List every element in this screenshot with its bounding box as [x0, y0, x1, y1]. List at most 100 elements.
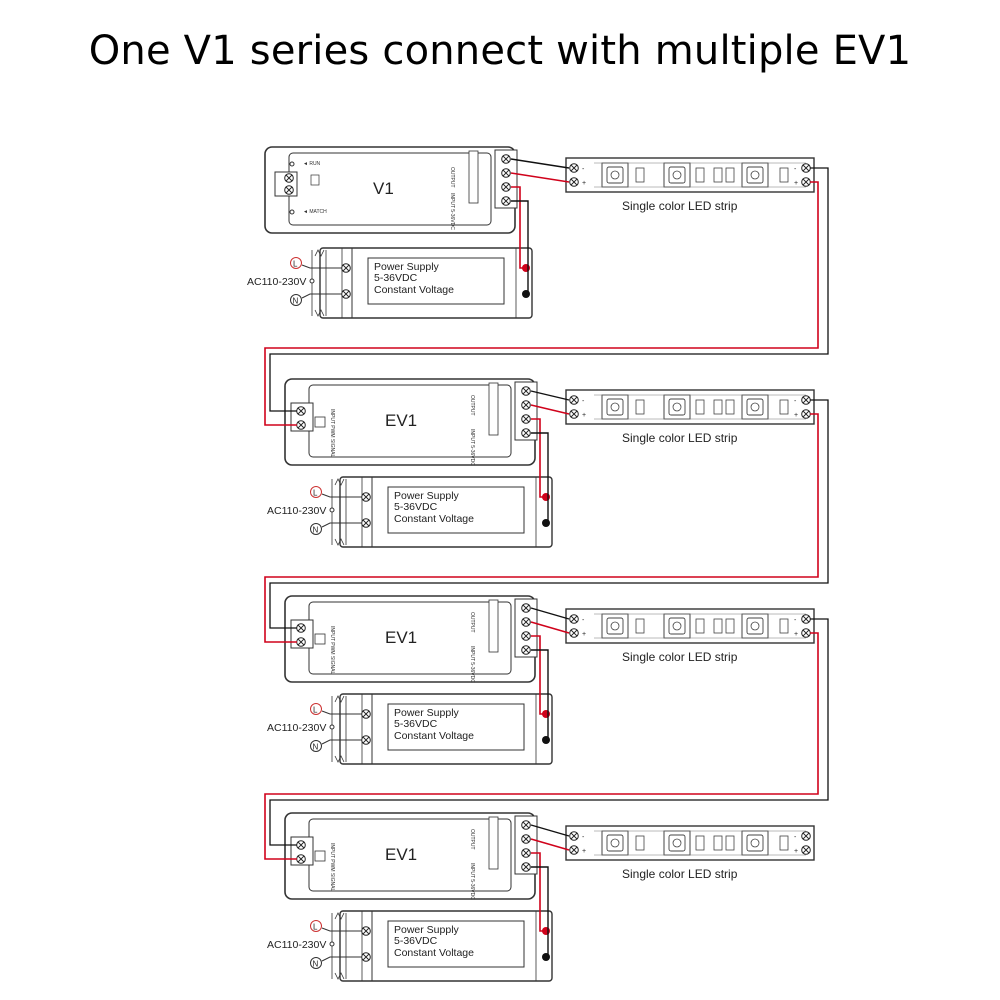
ac-live-wire — [321, 927, 362, 932]
screw-terminal — [284, 185, 294, 195]
screw-terminal — [361, 518, 371, 528]
controller-name: EV1 — [385, 411, 417, 430]
screw-terminal — [521, 428, 531, 438]
screw-terminal — [296, 854, 306, 864]
resistor — [725, 399, 735, 415]
terminal-label-strip — [488, 599, 499, 653]
resistor — [695, 835, 705, 851]
live-label: L — [313, 923, 318, 932]
live-marker: L — [290, 257, 302, 269]
screw-terminal — [801, 395, 811, 405]
screw-terminal — [801, 845, 811, 855]
clamp-mark — [334, 755, 345, 763]
screw-terminal — [521, 820, 531, 830]
terminal-slot — [285, 174, 293, 182]
terminal-slot — [522, 401, 530, 409]
terminal-slot — [802, 846, 810, 854]
strip-positive-wire — [510, 172, 570, 183]
terminal-slot — [522, 387, 530, 395]
terminal-slot — [297, 855, 305, 863]
output-label: OUTPUT — [469, 829, 475, 850]
terminal-slot — [522, 863, 530, 871]
screw-terminal — [521, 862, 531, 872]
screw-terminal — [569, 177, 579, 187]
controller-name: EV1 — [385, 845, 417, 864]
screw-terminal — [361, 735, 371, 745]
signal-jack — [314, 633, 326, 645]
resistor — [695, 399, 705, 415]
led-lens — [750, 402, 760, 412]
terminal-slot — [570, 615, 578, 623]
led-lens — [750, 838, 760, 848]
screw-terminal — [501, 196, 511, 206]
input-label: INPUT 5-36VDC — [469, 646, 475, 683]
strip-minus-left: - — [582, 398, 585, 405]
power-supply-label-box — [387, 486, 525, 534]
terminal-slot — [297, 421, 305, 429]
screw-terminal — [521, 603, 531, 613]
power-supply-label-box — [387, 920, 525, 968]
resistor — [713, 618, 723, 634]
ac-live-wire — [321, 710, 362, 715]
strip-plus-right: + — [794, 848, 798, 855]
controller-name: EV1 — [385, 628, 417, 647]
live-label: L — [313, 706, 318, 715]
screw-terminal — [501, 154, 511, 164]
strip-positive-wire — [530, 838, 570, 851]
screw-terminal — [521, 400, 531, 410]
led-lens — [750, 170, 760, 180]
terminal-slot — [570, 164, 578, 172]
terminal-slot — [570, 832, 578, 840]
screw-terminal — [521, 386, 531, 396]
strip-label: Single color LED strip — [622, 431, 738, 445]
signal-positive-wire — [264, 413, 819, 643]
terminal-slot — [802, 178, 810, 186]
neutral-label: N — [313, 960, 319, 969]
ac-neutral-wire — [301, 293, 342, 299]
power-supply-label-box — [387, 703, 525, 751]
input-label: INPUT 5-36VDC — [449, 193, 455, 230]
strip-minus-right: - — [794, 166, 797, 173]
terminal-slot — [522, 835, 530, 843]
neutral-marker: N — [310, 740, 322, 752]
screw-terminal — [569, 395, 579, 405]
resistor — [713, 399, 723, 415]
clamp-mark — [334, 912, 345, 920]
terminal-slot — [522, 429, 530, 437]
output-label: OUTPUT — [469, 395, 475, 416]
led-strip: -+-+Single color LED strip — [565, 389, 815, 445]
supply-positive-wire — [531, 418, 546, 498]
terminal-slot — [502, 183, 510, 191]
screw-terminal — [521, 631, 531, 641]
screw-terminal — [361, 926, 371, 936]
power-supply-line3: Constant Voltage — [374, 284, 454, 296]
run-led — [289, 161, 295, 167]
clamp-mark — [334, 695, 345, 703]
led-chip — [601, 162, 629, 188]
resistor — [635, 835, 645, 851]
strip-negative-wire — [530, 824, 570, 837]
power-supply-line1: Power Supply — [394, 924, 460, 936]
pwm-input-label: INPUT PWM SIGNAL — [329, 409, 335, 457]
terminal-slot — [362, 493, 370, 501]
output-terminal-block — [488, 598, 538, 658]
run-label: ◄ RUN — [303, 161, 321, 167]
terminal-slot — [570, 410, 578, 418]
pwm-input-label: INPUT PWM SIGNAL — [329, 626, 335, 674]
signal-positive-wire — [264, 632, 819, 860]
led-strip: -+-+Single color LED strip — [565, 608, 815, 664]
power-supply-line2: 5-36VDC — [394, 501, 438, 513]
power-supply-line2: 5-36VDC — [374, 272, 418, 284]
supply-positive-wire — [531, 852, 546, 932]
supply-negative-wire — [531, 432, 549, 524]
ac-input-label: AC110-230V — [247, 276, 306, 288]
signal-jack — [314, 850, 326, 862]
signal-negative-wire — [269, 618, 829, 846]
led-lens — [672, 170, 682, 180]
strip-minus-right: - — [794, 617, 797, 624]
screw-terminal — [569, 628, 579, 638]
resistor — [695, 167, 705, 183]
